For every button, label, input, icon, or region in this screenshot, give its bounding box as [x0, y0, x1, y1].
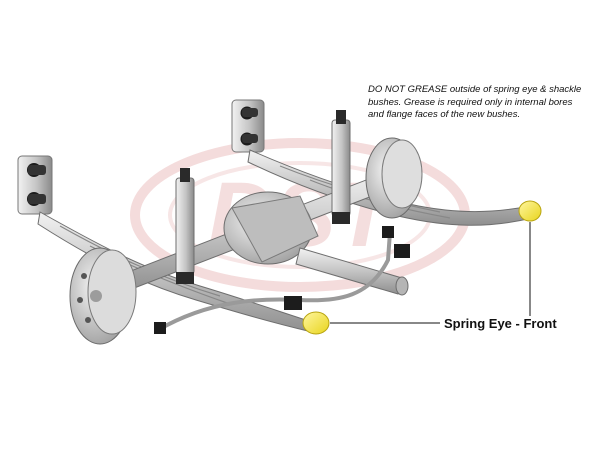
grease-warning-note: DO NOT GREASE outside of spring eye & sh… [368, 84, 588, 122]
driveshaft [295, 247, 409, 296]
left-brake-drum [69, 247, 137, 345]
right-brake-drum [365, 137, 423, 219]
note-line-3: and flange faces of the new bushes. [368, 109, 521, 120]
sway-bar [154, 226, 410, 334]
spring-eye-front-label: Spring Eye - Front [444, 316, 557, 331]
front-spring-eye-bushing-right [518, 200, 542, 222]
right-shock-absorber [331, 110, 351, 224]
left-shock-absorber [175, 168, 195, 284]
front-spring-eye-bushing-left [302, 311, 330, 335]
callout-lines [330, 222, 531, 324]
note-line-1: DO NOT GREASE outside of spring eye & sh… [368, 84, 582, 95]
left-rear-shackle-mount [17, 155, 53, 215]
note-line-2: bushes. Grease is required only in inter… [368, 96, 573, 108]
right-rear-shackle-mount [231, 99, 265, 153]
